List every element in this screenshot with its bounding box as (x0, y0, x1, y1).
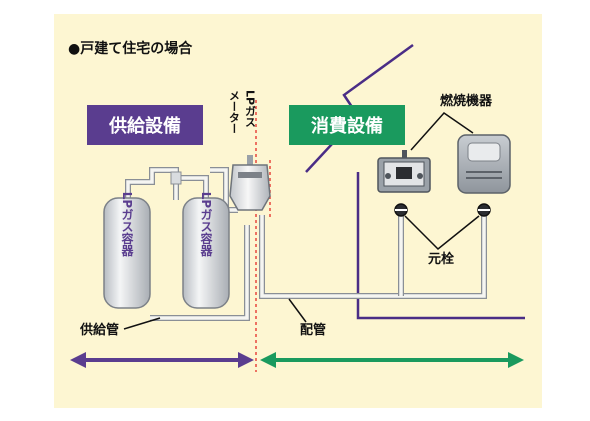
supply-pipe (150, 225, 250, 321)
supply-label: 供給設備 (108, 115, 181, 137)
lp-gas-cylinder-right: LPガス容器 (182, 192, 230, 309)
supply-pipe-leader (123, 317, 161, 330)
lp-gas-cylinder-left: LPガス容器 (103, 192, 151, 309)
gas-stove (377, 150, 431, 193)
supply-range-arrow (70, 352, 254, 368)
house-wall-line (356, 172, 525, 320)
combustion-leader-lines (410, 112, 474, 151)
valve-leader-lines (404, 215, 480, 251)
consumption-label: 消費設備 (311, 115, 383, 137)
supply-label-box (87, 105, 203, 145)
distribution-pipe-label: 配管 (300, 322, 326, 338)
consumption-label-box (289, 105, 405, 145)
gas-valve-right (477, 203, 491, 217)
valve-label: 元栓 (428, 251, 454, 267)
distribution-pipe-leader (288, 298, 307, 323)
distribution-pipe (259, 214, 487, 299)
diagram-title: ●戸建て住宅の場合 (68, 40, 193, 57)
combustion-appliance-label: 燃焼機器 (440, 93, 493, 109)
water-heater (457, 134, 511, 194)
cylinder-label-left: LPガス容器 (120, 192, 134, 257)
supply-pipe-label: 供給管 (79, 322, 119, 338)
consumption-range-arrow (260, 352, 524, 368)
meter-label-line2: メーター (228, 90, 241, 134)
lp-gas-meter (229, 155, 271, 211)
meter-label-line1: LPガス (244, 90, 257, 127)
cylinder-manifold-pipes (125, 167, 238, 213)
cylinder-label-right: LPガス容器 (199, 192, 213, 257)
gas-valve-left (394, 203, 408, 217)
